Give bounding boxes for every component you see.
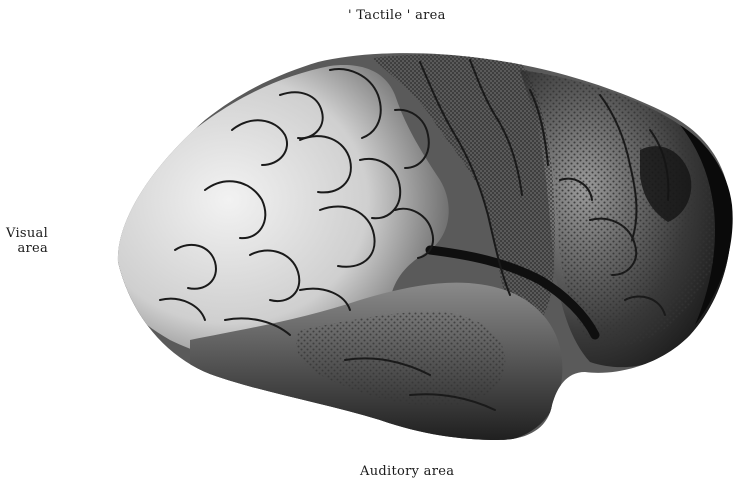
auditory-area-label: Auditory area bbox=[360, 464, 454, 479]
visual-area-label-line2: area bbox=[6, 241, 48, 256]
tactile-area-label: ' Tactile ' area bbox=[348, 8, 446, 23]
visual-area-label-line1: Visual bbox=[6, 226, 48, 241]
visual-area-label: Visual area bbox=[6, 226, 48, 256]
